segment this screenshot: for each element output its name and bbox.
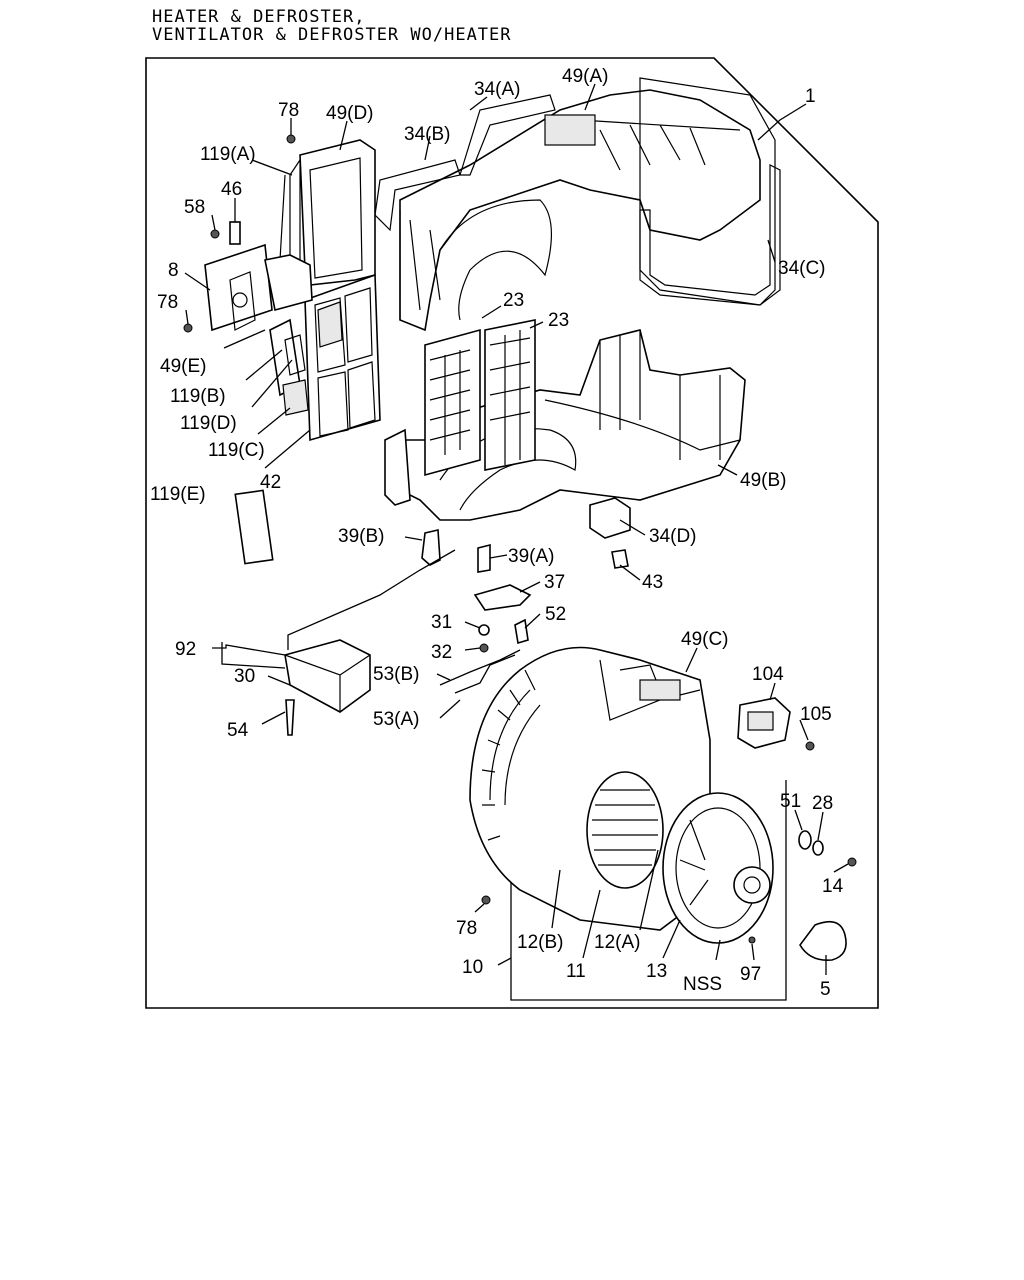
screw-58 (210, 229, 220, 239)
blower-fan-11 (586, 771, 664, 889)
callout-54: 54 (227, 720, 249, 741)
callout-78-left: 78 (157, 292, 178, 313)
upper-heater-case (399, 77, 776, 332)
blower-motor-13 (662, 792, 774, 944)
air-filter-42 (304, 273, 381, 442)
callout-49c: 49(C) (681, 629, 729, 650)
cover-plate-8 (204, 243, 273, 332)
diagram-frame (145, 57, 879, 1009)
callout-49a: 49(A) (562, 66, 608, 87)
screw-78-upper (286, 134, 296, 144)
callout-23-lower: 23 (548, 310, 569, 331)
callout-51: 51 (780, 791, 801, 812)
lever-37 (473, 584, 532, 611)
callout-labels: 1 34(A) 49(A) 34(B) 78 49(D) 119(A) 46 5… (150, 66, 844, 1000)
callout-78-top: 78 (278, 100, 299, 121)
callout-119b: 119(B) (170, 386, 226, 407)
callout-119d: 119(D) (180, 413, 237, 434)
callout-46: 46 (221, 179, 242, 200)
callout-78-bottom: 78 (456, 918, 477, 939)
callout-53a: 53(A) (373, 709, 419, 730)
gasket-34a (459, 94, 556, 176)
heater-core-23 (424, 319, 536, 477)
callout-34a: 34(A) (474, 79, 520, 100)
callout-97: 97 (740, 964, 761, 985)
screw-14 (847, 857, 857, 867)
callout-49d: 49(D) (326, 103, 374, 124)
callout-49e: 49(E) (160, 356, 206, 377)
washer-28 (812, 840, 824, 856)
diagram-title-line-2: VENTILATOR & DEFROSTER WO/HEATER (152, 25, 512, 45)
lower-heater-case (399, 329, 746, 521)
rod-53b (439, 649, 521, 686)
bracket-plate (264, 254, 313, 311)
callout-43: 43 (642, 572, 663, 593)
clip-52 (514, 618, 529, 645)
nut-32 (479, 643, 489, 653)
callout-10: 10 (462, 957, 483, 978)
callout-37: 37 (544, 572, 565, 593)
callout-23-upper: 23 (503, 290, 524, 311)
callout-104: 104 (752, 664, 784, 685)
callout-32: 32 (431, 642, 452, 663)
callout-13: 13 (646, 961, 667, 982)
callout-8: 8 (168, 260, 179, 281)
callout-12a: 12(A) (594, 932, 640, 953)
callout-28: 28 (812, 793, 833, 814)
screw-78-lower (481, 895, 491, 905)
screw-78-left (183, 323, 193, 333)
callout-31: 31 (431, 612, 452, 633)
callout-34d: 34(D) (649, 526, 697, 547)
callout-30: 30 (234, 666, 255, 687)
gasket-34c (639, 164, 781, 306)
foam-34d (589, 497, 631, 539)
clip-46 (229, 221, 241, 245)
screw-97 (748, 936, 756, 944)
lower-case-bracket (384, 428, 411, 506)
washer-31 (478, 624, 490, 636)
screw-105 (805, 741, 815, 751)
resistor-104 (737, 697, 791, 749)
callout-119c: 119(C) (208, 440, 265, 461)
rod-53a (454, 654, 516, 694)
hose-5 (799, 920, 847, 962)
callout-5: 5 (820, 979, 831, 1000)
callout-52: 52 (545, 604, 566, 625)
callout-39b: 39(B) (338, 526, 384, 547)
callout-11: 11 (566, 961, 586, 982)
filter-frame-49d (299, 139, 376, 286)
callout-1: 1 (805, 86, 816, 107)
leader-lines (184, 83, 849, 975)
callout-49b: 49(B) (740, 470, 786, 491)
blower-inset-frame (510, 780, 787, 1001)
callout-58: 58 (184, 197, 205, 218)
gasket-34b (374, 159, 461, 232)
screw-54 (285, 699, 295, 736)
link-39b (421, 529, 441, 566)
clip-43 (611, 549, 629, 569)
callout-119a: 119(A) (200, 144, 256, 165)
callout-92: 92 (175, 639, 196, 660)
seal-119e (234, 489, 274, 565)
callout-34c: 34(C) (778, 258, 826, 279)
callout-119e: 119(E) (150, 484, 206, 505)
diagram-title-line-1: HEATER & DEFROSTER, (152, 7, 366, 27)
callout-105: 105 (800, 704, 832, 725)
callout-34b: 34(B) (404, 124, 450, 145)
callout-39a: 39(A) (508, 546, 554, 567)
callout-53b: 53(B) (373, 664, 419, 685)
seal-119c (282, 379, 309, 416)
link-39a (477, 543, 491, 573)
actuator-92 (284, 549, 456, 713)
washer-51 (798, 830, 812, 850)
callout-42: 42 (260, 472, 281, 493)
callout-nss: NSS (683, 974, 722, 995)
callout-14: 14 (822, 876, 844, 897)
callout-12b: 12(B) (517, 932, 563, 953)
